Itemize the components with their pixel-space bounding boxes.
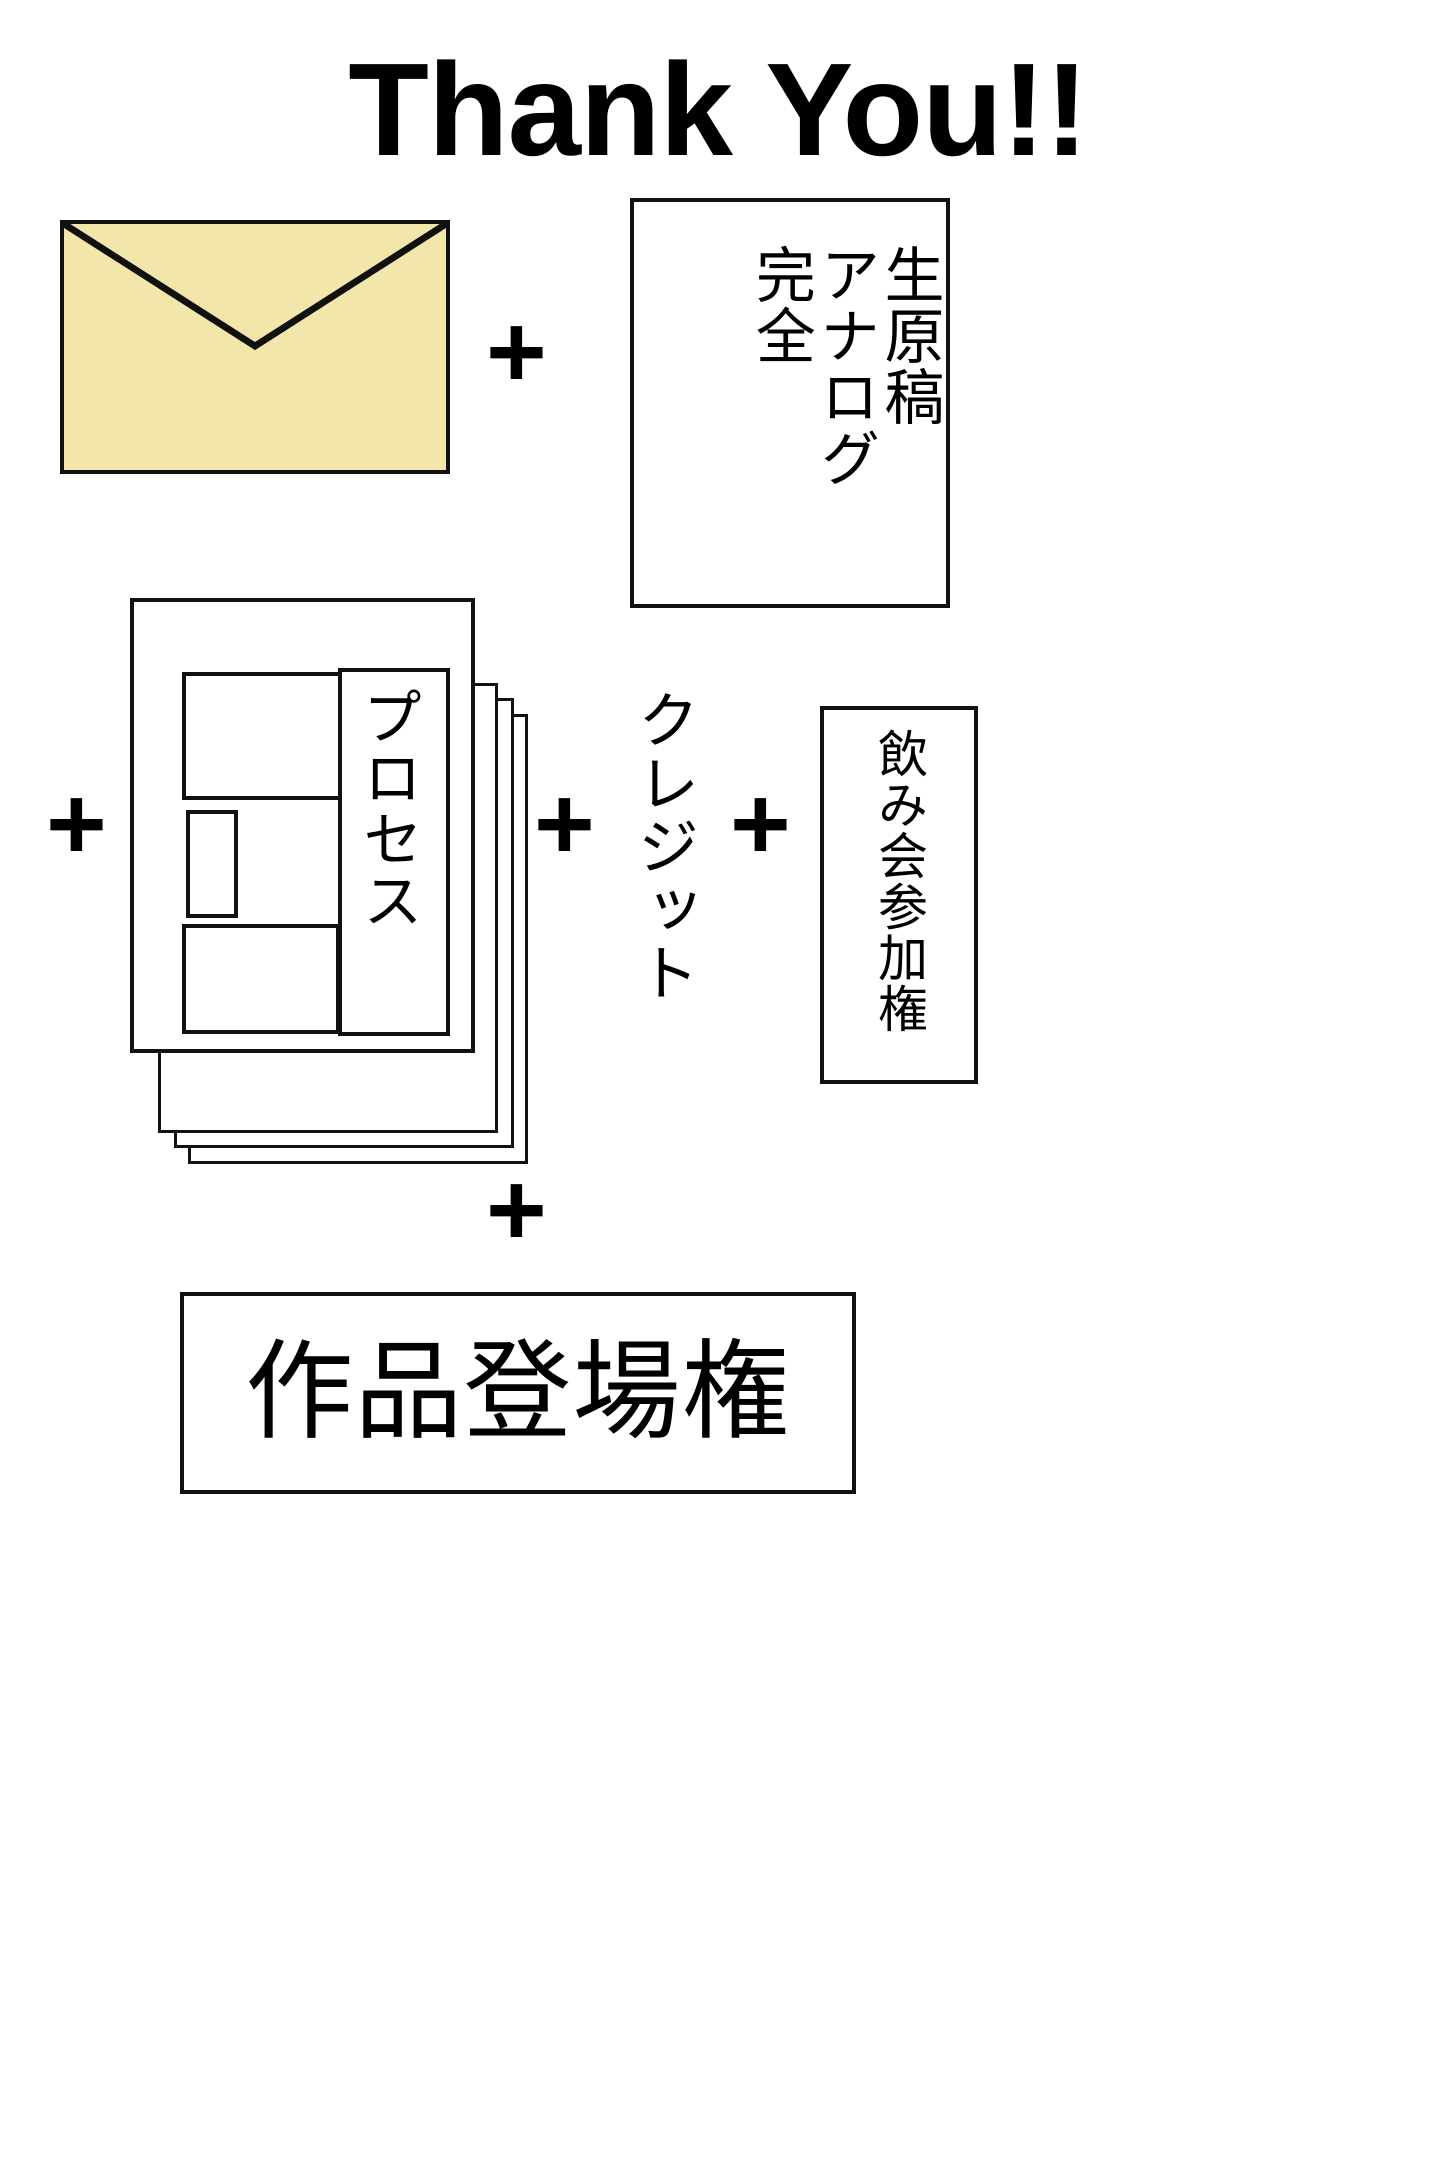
manga-panel-right-column (338, 668, 450, 1036)
paper-sheet-front: プロセス (130, 598, 475, 1053)
envelope-icon (60, 220, 450, 474)
analog-manuscript-column-1: 完全 (745, 244, 816, 367)
drinking-party-label: 飲み会参加権 (870, 728, 928, 1034)
plus-operator-3: + (534, 766, 595, 882)
process-paper-stack: プロセス (130, 598, 530, 1164)
drinking-party-card: 飲み会参加権 (820, 706, 978, 1084)
envelope-flap-icon (64, 224, 446, 351)
analog-manuscript-column-2: アナログ (809, 244, 880, 489)
analog-manuscript-column-3: 生原稿 (874, 244, 944, 428)
manga-panel-bottom-left (182, 924, 340, 1034)
appearance-right-card: 作品登場権 (180, 1292, 856, 1494)
analog-manuscript-text: 完全 アナログ 生原稿 (745, 244, 944, 574)
plus-operator-5: + (486, 1152, 547, 1268)
manga-panel-middle-left (186, 810, 238, 918)
plus-operator-2: + (46, 766, 107, 882)
page-title: Thank You!! (348, 36, 1088, 183)
appearance-right-label: 作品登場権 (245, 1330, 791, 1455)
plus-operator-1: + (486, 294, 547, 410)
plus-operator-4: + (730, 766, 791, 882)
analog-manuscript-card: 完全 アナログ 生原稿 (630, 198, 950, 608)
credit-label: クレジット (626, 688, 700, 1005)
process-label: プロセス (352, 686, 423, 931)
manga-panel-top-left (182, 672, 348, 800)
